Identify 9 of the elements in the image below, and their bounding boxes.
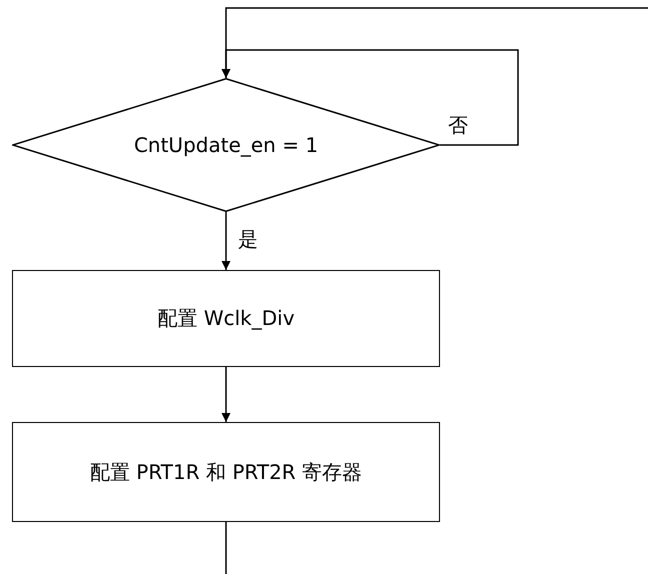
process-box xyxy=(12,422,440,522)
arrow xyxy=(222,212,230,270)
step-text: 配置 PRT1R 和 PRT2R 寄存器 xyxy=(90,458,362,486)
condition-text: CntUpdate_en = 1 xyxy=(134,133,318,157)
step-text: 配置 Wclk_Div xyxy=(157,305,295,332)
process-box xyxy=(12,270,440,367)
arrow xyxy=(222,49,519,146)
decision-diamond xyxy=(12,78,440,212)
arrow xyxy=(222,367,230,422)
